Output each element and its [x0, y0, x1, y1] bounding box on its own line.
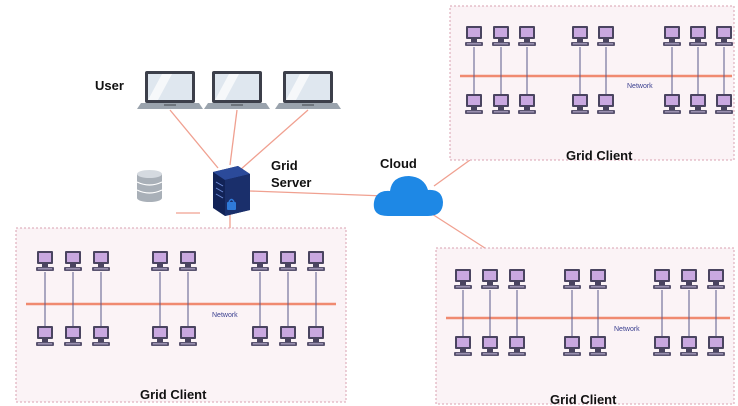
- grid-client-label: Grid Client: [140, 387, 207, 402]
- network-label: Network: [627, 83, 653, 90]
- workstation-icon: [279, 251, 297, 271]
- workstation-icon: [251, 326, 269, 346]
- cluster-top-right: Network Grid Client: [449, 5, 735, 163]
- workstation-icon: [589, 336, 607, 356]
- workstation-icon: [663, 26, 681, 46]
- workstation-icon: [36, 326, 54, 346]
- workstation-icon: [653, 336, 671, 356]
- workstation-icon: [563, 269, 581, 289]
- workstation-icon: [179, 251, 197, 271]
- laptop-icon: [137, 71, 203, 109]
- database-icon: [136, 170, 163, 202]
- workstation-icon: [707, 269, 725, 289]
- workstation-icon: [307, 251, 325, 271]
- cloud-label: Cloud: [380, 156, 417, 171]
- workstation-icon: [689, 26, 707, 46]
- workstation-icon: [571, 94, 589, 114]
- user-label: User: [95, 78, 124, 93]
- workstation-icon: [680, 269, 698, 289]
- server-icon: [213, 166, 250, 216]
- grid-server-label-line1: Grid: [271, 158, 298, 173]
- workstation-icon: [680, 336, 698, 356]
- workstation-icon: [481, 269, 499, 289]
- workstation-icon: [597, 26, 615, 46]
- workstation-icon: [64, 251, 82, 271]
- workstation-icon: [508, 336, 526, 356]
- workstation-icon: [92, 251, 110, 271]
- workstation-icon: [454, 269, 472, 289]
- workstation-icon: [36, 251, 54, 271]
- grid-server-label-line2: Server: [271, 175, 311, 190]
- workstation-icon: [518, 94, 536, 114]
- workstation-icon: [92, 326, 110, 346]
- workstation-icon: [307, 326, 325, 346]
- workstation-icon: [571, 26, 589, 46]
- workstation-icon: [179, 326, 197, 346]
- workstation-icon: [715, 26, 733, 46]
- grid-client-label: Grid Client: [566, 148, 633, 163]
- workstation-icon: [715, 94, 733, 114]
- workstation-icon: [151, 251, 169, 271]
- workstation-icon: [653, 269, 671, 289]
- workstation-icon: [492, 26, 510, 46]
- workstation-icon: [64, 326, 82, 346]
- workstation-icon: [689, 94, 707, 114]
- laptop-icon: [275, 71, 341, 109]
- user-server-links: [169, 109, 309, 171]
- workstation-icon: [707, 336, 725, 356]
- workstation-icon: [492, 94, 510, 114]
- user-laptops: [137, 71, 341, 109]
- workstation-icon: [279, 326, 297, 346]
- workstation-icon: [465, 26, 483, 46]
- workstation-icon: [465, 94, 483, 114]
- laptop-icon: [204, 71, 270, 109]
- workstation-icon: [251, 251, 269, 271]
- cloud-icon: [373, 176, 443, 216]
- network-label: Network: [614, 326, 640, 333]
- grid-clusters: Network Grid Client Network Grid Client …: [15, 5, 735, 406]
- workstation-icon: [151, 326, 169, 346]
- workstation-icon: [563, 336, 581, 356]
- workstation-icon: [663, 94, 681, 114]
- grid-client-label: Grid Client: [550, 392, 617, 406]
- workstation-icon: [508, 269, 526, 289]
- network-label: Network: [212, 312, 238, 319]
- workstation-icon: [597, 94, 615, 114]
- workstation-icon: [481, 336, 499, 356]
- cluster-bottom-right: Network Grid Client: [435, 247, 735, 406]
- cluster-left: Network Grid Client: [15, 227, 347, 403]
- workstation-icon: [589, 269, 607, 289]
- workstation-icon: [518, 26, 536, 46]
- workstation-icon: [454, 336, 472, 356]
